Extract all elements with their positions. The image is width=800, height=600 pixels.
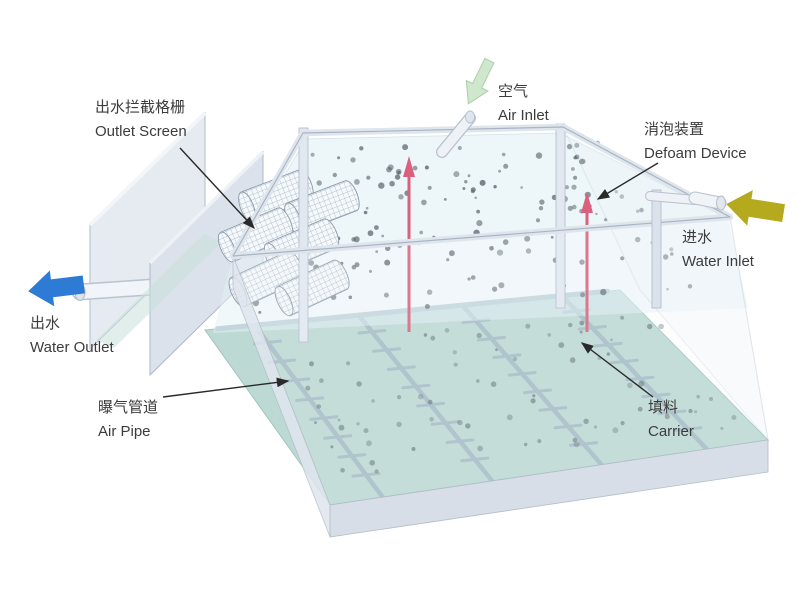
label-outlet-screen-en: Outlet Screen — [95, 123, 187, 140]
defoam-device-pointer — [596, 162, 659, 200]
air-inlet-arrow — [465, 57, 495, 105]
water-inlet-pipe-cap — [716, 195, 726, 211]
label-air-inlet-en: Air Inlet — [498, 107, 550, 124]
outlet-chamber-outer-wall-edge — [88, 111, 207, 227]
label-water-outlet-en: Water Outlet — [30, 339, 114, 356]
outlet-chamber-inner-wall-edge — [148, 150, 265, 265]
outlet-pipe-body — [73, 280, 159, 299]
air-inlet-pipe — [436, 110, 476, 158]
air-pipe-cap — [465, 110, 475, 124]
label-water-outlet: 出水 Water Outlet — [30, 315, 114, 356]
water-outlet-arrow — [28, 270, 85, 307]
label-air-pipe-zh: 曝气管道 — [98, 399, 158, 416]
inlet-beam — [646, 192, 699, 204]
label-carrier-en: Carrier — [648, 423, 694, 440]
label-water-outlet-zh: 出水 — [30, 315, 60, 332]
pointer-lines — [162, 147, 659, 398]
label-air-pipe: 曝气管道 Air Pipe — [98, 399, 158, 440]
carriers-settled — [305, 315, 737, 474]
label-carrier-zh: 填料 — [648, 399, 678, 416]
outlet-channel-water — [96, 234, 222, 348]
defoam-rod-tip — [581, 192, 593, 213]
label-carrier: 填料 Carrier — [648, 399, 694, 440]
tank-rim-edge — [232, 126, 731, 257]
label-air-pipe-en: Air Pipe — [98, 423, 151, 440]
label-water-inlet: 进水 Water Inlet — [682, 229, 755, 270]
water-inlet-pipe — [689, 192, 726, 209]
labels: 出水拦截格栅 Outlet Screen 空气 Air Inlet 消泡装置 D… — [30, 83, 755, 440]
label-defoam-device-en: Defoam Device — [644, 145, 747, 162]
label-outlet-screen: 出水拦截格栅 Outlet Screen — [95, 99, 187, 140]
label-water-inlet-zh: 进水 — [682, 229, 712, 246]
air-pipe-body — [437, 113, 475, 157]
tank-left-skirt — [232, 255, 331, 538]
label-defoam-device: 消泡装置 Defoam Device — [644, 121, 747, 162]
defoam-rod-tip — [403, 156, 415, 177]
label-defoam-device-zh: 消泡装置 — [644, 121, 704, 138]
label-water-inlet-en: Water Inlet — [682, 253, 755, 270]
label-air-inlet: 空气 Air Inlet — [498, 83, 550, 124]
air-pipe-pointer — [162, 377, 290, 398]
frame-post-right-front — [651, 189, 662, 309]
screen-cylinder — [274, 259, 350, 317]
label-air-inlet-zh: 空气 — [498, 83, 528, 100]
water-inlet-assembly — [645, 189, 727, 309]
frame-post-left — [298, 127, 309, 343]
label-outlet-screen-zh: 出水拦截格栅 — [95, 99, 185, 116]
carrier-pointer — [580, 342, 654, 398]
water-inlet-arrow — [726, 190, 786, 226]
outlet-screen-pointer — [179, 147, 255, 230]
